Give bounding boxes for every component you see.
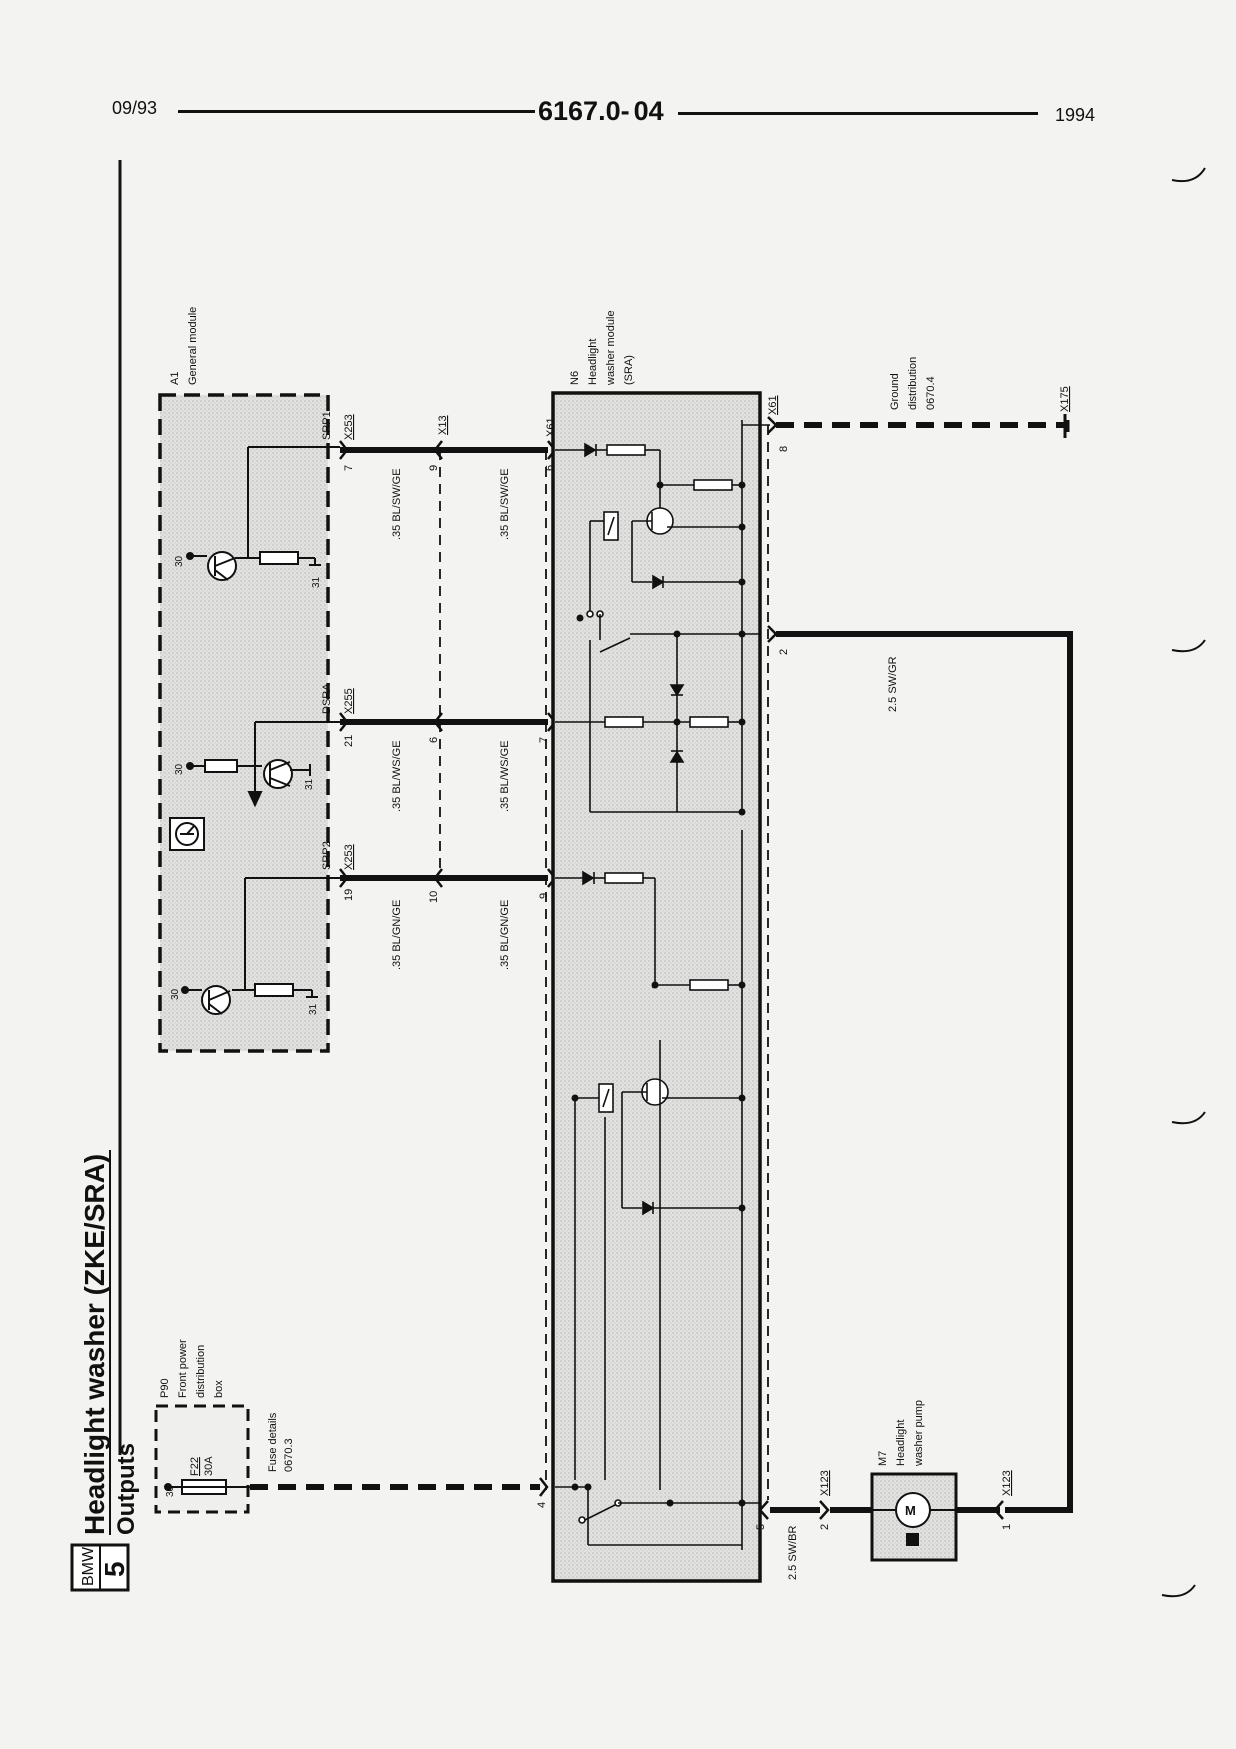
a1-id: A1 [169,372,181,385]
page-subtitle: Outputs [113,1443,140,1535]
n6-internal-circuit [555,420,770,1550]
module-n6: N6 Headlight washer module (SRA) [551,310,770,1583]
wire-label-srp1-a: .35 BL/SW/GE [391,468,403,540]
a1-t30-srp1: 30 [174,555,185,567]
ground-line3: 0670.4 [925,376,937,410]
pin-m7-b: 1 [1001,1524,1013,1530]
conn-x61-right: X61 [767,395,779,415]
a1-dsra-driver [186,721,340,808]
ground-wire [767,414,1070,438]
n6-line1: Headlight [587,339,599,385]
header-rule-left [178,110,535,113]
n6-line3: (SRA) [623,355,635,385]
header-rule-right [678,112,1038,115]
header-date: 09/93 [112,98,158,118]
pin-x13-srp2: 10 [428,891,440,903]
pump-feed-wire [767,625,1073,1520]
fuse-id: F22 [189,1457,201,1476]
a1-t31-srp2: 31 [308,1003,319,1015]
supply-wire [250,1477,549,1497]
header-year: 1994 [1055,105,1096,125]
a1-t30-dsra: 30 [174,763,185,775]
pin-x13-dsra: 6 [428,737,440,743]
signal-srp2: SRP2 [321,841,333,870]
pin-x61-srp1: 6 [544,465,556,471]
pin-x61-pump: 2 [778,649,790,655]
page-title: Headlight washer (ZKE/SRA) [79,1154,110,1535]
pin-x61-srp2: 9 [538,893,550,899]
pin-m7-a: 2 [819,1524,831,1530]
ground-line2: distribution [907,357,919,410]
conn-x123-a: X123 [819,1470,831,1496]
wire-label-srp2-b: .35 BL/GN/GE [499,900,511,970]
n6-line2: washer module [605,310,617,386]
fuse-note2: 0670.3 [283,1438,295,1472]
pump-return-wire [758,1500,872,1520]
doc-number: 6167.0- [538,96,630,126]
pin-x61-dsra: 7 [538,737,550,743]
pin-n6-out: 5 [755,1524,767,1530]
fuse-t30: 30 [165,1485,176,1497]
wire-label-dsra-a: .35 BL/WS/GE [391,740,403,812]
a1-srp2-driver [181,877,340,1015]
conn-x253-srp1: X253 [343,414,355,440]
p90-line3: box [213,1380,225,1398]
p90-line2: distribution [195,1345,207,1398]
module-m7: M7 Headlight washer pump M [870,1400,958,1562]
conn-x255: X255 [343,688,355,714]
pin-a1-srp1: 7 [343,465,355,471]
doc-suffix: 04 [633,96,664,126]
title-block: BMW 5 Headlight washer (ZKE/SRA) Outputs [70,1150,140,1592]
motor-icon: M [872,1492,956,1546]
harness-srp1 [339,440,557,460]
ground-connector: X175 [1059,386,1071,412]
a1-t31-dsra: 31 [304,778,315,790]
pin-x13-srp1: 9 [428,465,440,471]
ground-line1: Ground [889,373,901,410]
a1-srp1-driver [186,446,340,581]
module-a1: A1 General module 30 31 [158,307,340,1053]
wire-label-pump-gr: 2.5 SW/GR [887,656,899,712]
m7-line1: Headlight [895,1420,907,1466]
p90-line1: Front power [177,1339,189,1398]
pin-x61-gnd: 8 [778,446,790,452]
m7-id: M7 [877,1451,889,1466]
pin-n6-in: 4 [536,1502,548,1508]
n6-id: N6 [569,371,581,385]
signal-srp1: SRP1 [321,411,333,440]
a1-name: General module [187,307,199,385]
fuse-note1: Fuse details [267,1412,279,1472]
gauge-icon [169,817,205,851]
wire-label-dsra-b: .35 BL/WS/GE [499,740,511,812]
pin-a1-srp2: 19 [343,889,355,901]
fuse-symbol [164,1479,250,1495]
signal-dsra: DSRA [321,683,333,714]
conn-x123-b: X123 [1001,1470,1013,1496]
p90-id: P90 [159,1378,171,1398]
harness-dsra [339,712,557,732]
conn-x253-srp2: X253 [343,844,355,870]
fuse-rating: 30A [203,1456,215,1476]
pin-a1-dsra: 21 [343,735,355,747]
svg-text:M: M [905,1503,916,1518]
conn-x13: X13 [437,415,449,435]
m7-line2: washer pump [913,1400,925,1467]
a1-t30-srp2: 30 [170,988,181,1000]
a1-t31-srp1: 31 [311,576,322,588]
module-p90: P90 Front power distribution box 30 F22 … [154,1339,295,1514]
wire-label-srp1-b: .35 BL/SW/GE [499,468,511,540]
bmw-badge-text: BMW [80,1546,97,1586]
bmw-series-text: 5 [99,1561,130,1577]
n6-junctions [571,481,746,1507]
harness-srp2 [339,868,557,888]
wire-label-pump-br: 2.5 SW/BR [787,1526,799,1580]
wire-label-srp2-a: .35 BL/GN/GE [391,900,403,970]
binder-marks [1161,167,1206,1598]
header-doc-number: 6167.0-04 [538,96,664,127]
